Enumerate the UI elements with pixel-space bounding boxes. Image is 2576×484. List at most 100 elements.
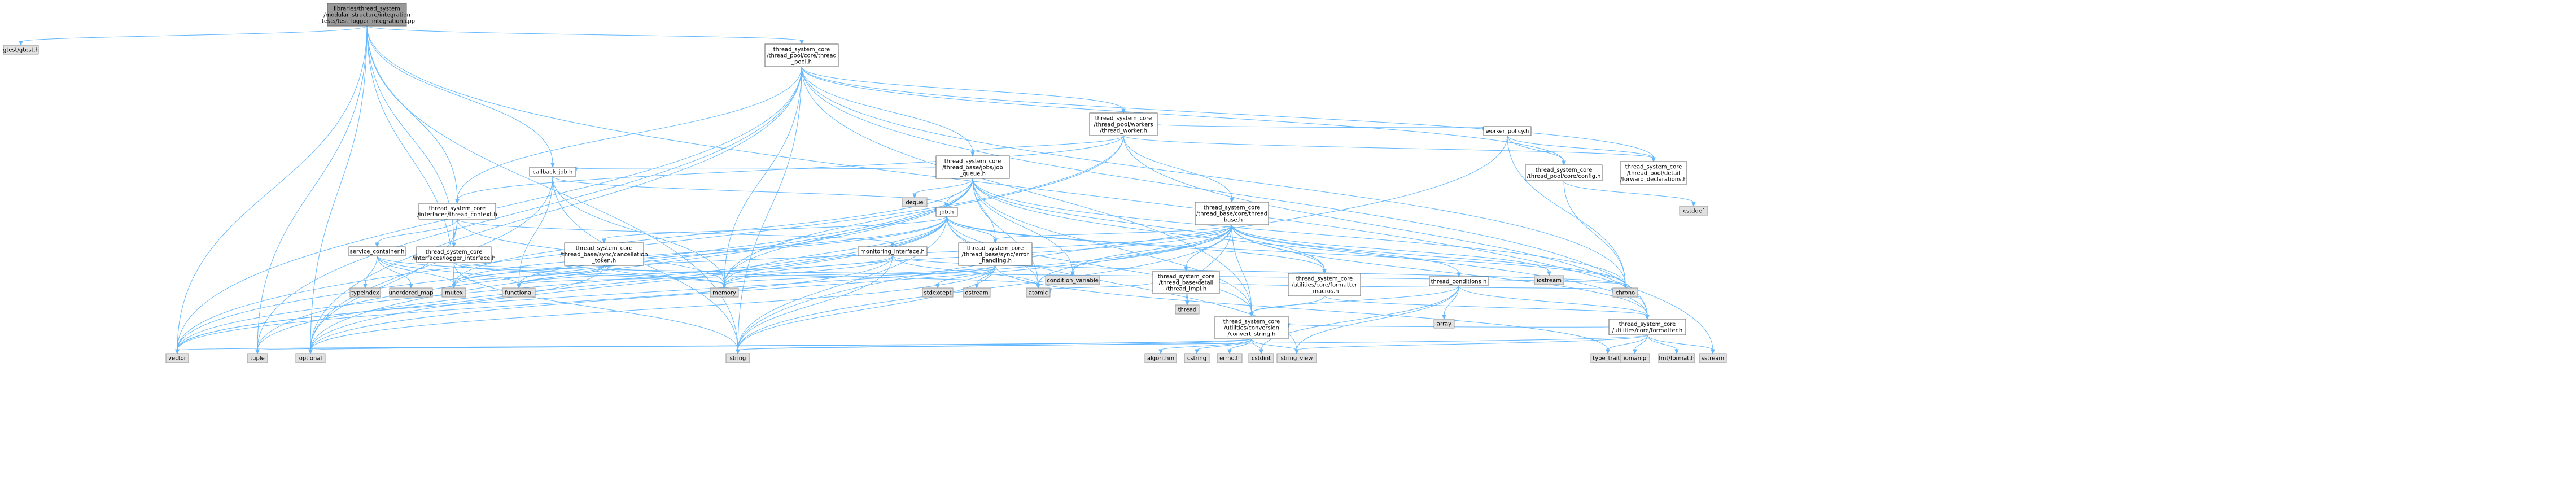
node-label: thread_system_core xyxy=(1296,276,1353,282)
node-servicecont[interactable]: service_container.h xyxy=(348,246,406,256)
node-atomic: atomic xyxy=(1026,287,1051,298)
dependency-edge-convert-to-errno xyxy=(1227,338,1252,355)
node-label: mutex xyxy=(445,290,463,296)
node-label: deque xyxy=(906,200,923,206)
node-label: condition_variable xyxy=(1047,278,1099,284)
dependency-edge-workerpolicy-to-config xyxy=(1507,135,1566,166)
dependency-edge-servicecont-to-typeindex xyxy=(363,255,378,289)
node-label: ostream xyxy=(965,290,988,296)
node-string: string xyxy=(725,353,750,363)
dependency-edge-tworker-to-workerpolicy xyxy=(1157,124,1486,132)
node-formatter[interactable]: thread_system_core/utilities/core/format… xyxy=(1608,319,1686,335)
node-iostream: iostream xyxy=(1534,275,1564,285)
node-loggeriface[interactable]: thread_system_core/interfaces/logger_int… xyxy=(412,246,496,263)
dependency-edge-formatter-to-fmtformat xyxy=(1647,334,1679,355)
dependency-edge-jobh-to-errhandling xyxy=(946,216,998,244)
node-label: fmt/format.h xyxy=(1659,356,1694,362)
node-fmtformat: fmt/format.h xyxy=(1658,353,1695,363)
node-label: job.h xyxy=(939,210,954,216)
node-typetraits: type_traits xyxy=(1590,353,1625,363)
node-label: /utilities/core/formatter.h xyxy=(1612,328,1683,334)
node-label: thread_system_core xyxy=(944,159,1001,165)
node-tpool[interactable]: thread_system_core/thread_pool/core/thre… xyxy=(764,43,839,67)
node-config[interactable]: thread_system_core/thread_pool/core/conf… xyxy=(1525,164,1603,181)
dependency-edge-config-to-cstddef xyxy=(1563,180,1696,207)
node-convert[interactable]: thread_system_core/utilities/conversion/… xyxy=(1214,316,1289,339)
node-jobh[interactable]: job.h xyxy=(935,207,958,217)
dependency-edge-convert-to-algorithm xyxy=(1158,338,1252,355)
dependency-edge-errhandling-to-memory xyxy=(722,265,996,289)
node-callbackjob[interactable]: callback_job.h xyxy=(529,167,576,177)
dependency-edge-root-to-threadctx xyxy=(366,25,460,204)
node-label: thread_conditions.h xyxy=(1431,279,1487,285)
dependency-edge-jobqueue-to-vector xyxy=(175,178,973,355)
node-jobqueue[interactable]: thread_system_core/thread_base/jobs/job_… xyxy=(935,155,1010,179)
dependency-edge-tworker-to-fwd xyxy=(1123,135,1656,163)
dependency-edge-tpool-to-memory xyxy=(722,66,802,289)
node-label: tuple xyxy=(250,356,265,362)
dependency-edge-threadimpl-to-thread xyxy=(1185,293,1189,306)
node-label: callback_job.h xyxy=(533,169,573,176)
node-label: /thread_base/sync/cancellation xyxy=(560,252,648,258)
dependency-edge-convert-to-string xyxy=(736,338,1252,355)
node-label: libraries/thread_system xyxy=(334,6,400,12)
node-label: /thread_pool/core/config.h xyxy=(1527,173,1600,180)
node-gtest: gtest/gtest.h xyxy=(3,45,39,55)
node-label: _macros.h xyxy=(1309,289,1339,295)
node-label: /interfaces/thread_context.h xyxy=(417,212,497,218)
dependency-edge-convert-to-stringview xyxy=(1251,338,1299,355)
dependency-edge-tworker-to-jobqueue xyxy=(970,135,1124,157)
node-label: thread_system_core xyxy=(967,246,1024,252)
dependency-edge-tpool-to-optional xyxy=(308,66,802,355)
node-label: /modular_structure/integration xyxy=(323,12,410,19)
node-label: _base.h xyxy=(1221,217,1243,224)
node-chrono: chrono xyxy=(1612,287,1638,298)
dependency-edge-threadcond-to-formatter xyxy=(1458,285,1650,320)
dependency-edge-jobqueue-to-optional xyxy=(308,178,973,355)
dependency-edge-root-to-optional xyxy=(308,25,368,355)
dependency-edge-errhandling-to-functional xyxy=(517,265,996,289)
dependency-edge-jobqueue-to-formatter xyxy=(972,178,1650,320)
node-monitoring[interactable]: monitoring_interface.h xyxy=(858,246,928,256)
node-canceltoken[interactable]: thread_system_core/thread_base/sync/canc… xyxy=(560,242,648,266)
node-vector: vector xyxy=(165,353,189,363)
node-label: thread_system_core xyxy=(576,246,633,252)
node-memory: memory xyxy=(710,287,739,298)
node-label: atomic xyxy=(1029,290,1048,296)
node-label: /thread_impl.h xyxy=(1166,286,1206,293)
node-label: string_view xyxy=(1281,356,1313,362)
node-condvar: condition_variable xyxy=(1045,275,1100,285)
node-errhandling[interactable]: thread_system_core/thread_base/sync/erro… xyxy=(958,242,1033,266)
node-fwd[interactable]: thread_system_core/thread_pool/detail/fo… xyxy=(1620,161,1687,185)
node-fmtmacros[interactable]: thread_system_core/utilities/core/format… xyxy=(1288,273,1361,296)
dependency-edge-root-to-callbackjob xyxy=(366,25,555,168)
node-label: /thread_pool/detail xyxy=(1627,171,1680,177)
node-threadimpl[interactable]: thread_system_core/thread_base/detail/th… xyxy=(1152,271,1220,294)
node-label: thread_system_core xyxy=(1158,274,1215,280)
node-label: /thread_base/sync/error xyxy=(962,252,1030,258)
node-threadctx[interactable]: thread_system_core/interfaces/thread_con… xyxy=(417,203,497,220)
node-stdexcept: stdexcept xyxy=(922,287,954,298)
node-label: stdexcept xyxy=(924,290,951,296)
node-label: thread xyxy=(1178,307,1197,313)
node-label: /convert_string.h xyxy=(1228,332,1276,338)
node-threadbase[interactable]: thread_system_core/thread_base/core/thre… xyxy=(1195,202,1269,225)
node-threadcond[interactable]: thread_conditions.h xyxy=(1429,276,1489,286)
dependency-edge-monitoring-to-atomic xyxy=(892,255,1040,289)
node-label: _pool.h xyxy=(791,59,812,66)
node-tworker[interactable]: thread_system_core/thread_pool/workers/t… xyxy=(1089,112,1158,136)
node-array: array xyxy=(1433,319,1455,329)
node-cstdint: cstdint xyxy=(1248,353,1274,363)
node-cstddef: cstddef xyxy=(1679,206,1708,216)
dependency-edge-tworker-to-threadbase xyxy=(1123,135,1234,203)
node-label: cstdint xyxy=(1252,356,1271,362)
node-label: sstream xyxy=(1702,356,1724,362)
graph-edges xyxy=(19,25,1715,355)
dependency-edge-jobqueue-to-mutex xyxy=(452,178,973,289)
node-label: thread_system_core xyxy=(429,206,486,212)
node-label: _handling.h xyxy=(978,258,1012,264)
node-label: thread_system_core xyxy=(1095,116,1152,122)
node-label: /forward_declarations.h xyxy=(1620,177,1687,183)
node-workerpolicy[interactable]: worker_policy.h xyxy=(1483,126,1532,136)
node-label: iostream xyxy=(1537,278,1562,284)
